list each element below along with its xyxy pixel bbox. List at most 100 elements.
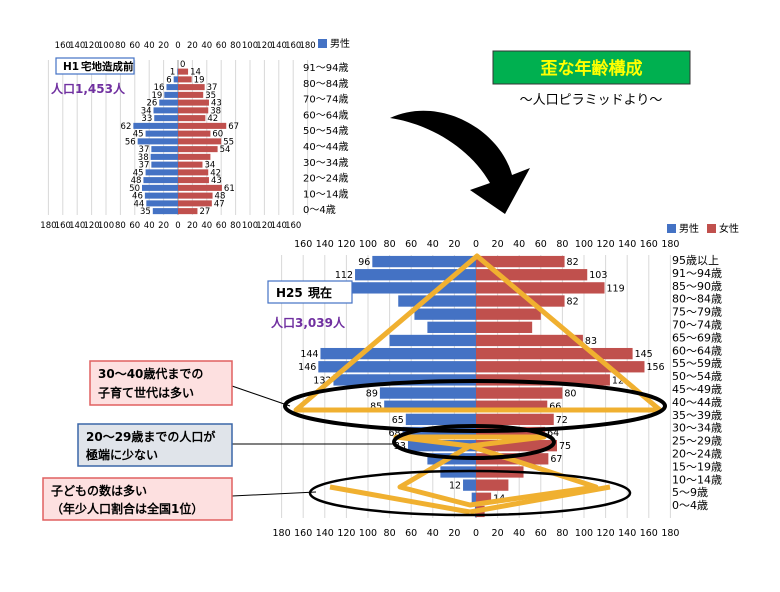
bar-male bbox=[137, 138, 178, 145]
data-label-female: 14 bbox=[190, 68, 201, 78]
data-label-male: 6 bbox=[166, 75, 171, 85]
axis-bottom-tick-label: 40 bbox=[144, 221, 155, 231]
axis-top-tick-label: 20 bbox=[158, 41, 169, 51]
bar-female bbox=[178, 169, 209, 176]
large-legend-male: 男性 bbox=[679, 222, 699, 235]
axis-top-tick-label: 100 bbox=[98, 41, 114, 51]
axis-top-tick-label: 40 bbox=[201, 41, 212, 51]
data-label-male: 146 bbox=[298, 362, 316, 373]
axis-bottom-tick-label: 100 bbox=[359, 528, 377, 539]
data-label-female: 38 bbox=[210, 106, 221, 116]
bar-male bbox=[145, 130, 178, 137]
data-label-female: 0 bbox=[180, 60, 185, 70]
axis-top-tick-label: 120 bbox=[256, 41, 272, 51]
bar-male bbox=[463, 479, 476, 491]
callout-box-3 bbox=[42, 477, 233, 521]
bar-male bbox=[166, 84, 178, 91]
axis-top-tick-label: 180 bbox=[661, 239, 679, 250]
axis-top-tick-label: 100 bbox=[575, 239, 593, 250]
axis-top-tick-label: 0 bbox=[473, 239, 479, 250]
age-tick-label: 70～74歳 bbox=[672, 319, 722, 332]
data-label-female: 67 bbox=[550, 454, 562, 465]
age-tick-label: 75～79歳 bbox=[672, 306, 722, 319]
data-label-female: 35 bbox=[205, 91, 216, 101]
bar-female bbox=[476, 308, 541, 320]
axis-bottom-tick-label: 80 bbox=[230, 221, 241, 231]
age-tick-label: 15～19歳 bbox=[672, 460, 722, 473]
bar-female bbox=[476, 440, 557, 452]
axis-bottom-tick-label: 60 bbox=[216, 221, 227, 231]
data-label-male: 85 bbox=[370, 402, 382, 413]
callout-2-line1: 20～29歳までの人口が bbox=[86, 429, 215, 444]
bar-female bbox=[476, 269, 588, 281]
bar-male bbox=[173, 76, 178, 83]
title-box-text: 歪な年齢構成 bbox=[541, 58, 643, 79]
axis-top-tick-label: 40 bbox=[513, 239, 525, 250]
callout-box-1 bbox=[89, 360, 233, 406]
bar-male bbox=[398, 295, 476, 307]
age-tick-label: 91～94歳 bbox=[303, 62, 348, 74]
axis-bottom-tick-label: 80 bbox=[115, 221, 126, 231]
axis-bottom-tick-label: 160 bbox=[640, 528, 658, 539]
small-title: 宅地造成前 bbox=[81, 60, 134, 73]
axis-top-tick-label: 20 bbox=[187, 41, 198, 51]
bar-female bbox=[476, 295, 565, 307]
axis-top-tick-label: 120 bbox=[83, 41, 99, 51]
age-tick-label: 40～44歳 bbox=[303, 141, 348, 153]
axis-top-tick-label: 20 bbox=[448, 239, 460, 250]
data-label-female: 82 bbox=[567, 257, 579, 268]
lower-leg-left bbox=[329, 484, 471, 515]
bar-female bbox=[178, 115, 206, 122]
bar-male bbox=[145, 169, 178, 176]
axis-top-tick-label: 80 bbox=[115, 41, 126, 51]
data-label-female: 156 bbox=[646, 362, 664, 373]
axis-top-tick-label: 100 bbox=[359, 239, 377, 250]
callout-3-line2: （年少人口割合は全国1位） bbox=[51, 501, 203, 516]
data-label-female: 82 bbox=[567, 296, 579, 307]
bar-female bbox=[476, 334, 583, 347]
data-label-female: 119 bbox=[607, 283, 625, 294]
axis-top-tick-label: 60 bbox=[405, 239, 417, 250]
small-total: 人口1,453人 bbox=[51, 81, 126, 96]
age-tick-label: 40～44歳 bbox=[672, 396, 722, 409]
bar-male bbox=[151, 146, 178, 153]
axis-bottom-tick-label: 60 bbox=[405, 528, 417, 539]
data-label-male: 38 bbox=[138, 153, 149, 163]
data-label-male: 26 bbox=[146, 99, 157, 109]
axis-top-tick-label: 60 bbox=[216, 41, 227, 51]
data-label-male: 19 bbox=[151, 91, 162, 101]
bar-male bbox=[333, 374, 476, 386]
bar-female bbox=[178, 184, 222, 191]
axis-top-tick-label: 60 bbox=[535, 239, 547, 250]
bar-male bbox=[159, 99, 178, 106]
axis-top-tick-label: 140 bbox=[69, 41, 85, 51]
bar-female bbox=[476, 347, 633, 360]
data-label-female: 66 bbox=[549, 402, 561, 413]
bar-male bbox=[372, 255, 476, 268]
bar-male bbox=[389, 334, 476, 347]
data-label-male: 44 bbox=[133, 199, 144, 209]
axis-top-tick-label: 0 bbox=[175, 41, 180, 51]
data-label-male: 12 bbox=[449, 481, 461, 492]
age-tick-label: 65～69歳 bbox=[672, 331, 722, 344]
bar-male bbox=[427, 321, 476, 333]
age-tick-label: 20～24歳 bbox=[672, 448, 722, 461]
large-age-labels: 95歳以上91～94歳85～90歳80～84歳75～79歳70～74歳65～69… bbox=[672, 254, 722, 512]
bar-male bbox=[318, 361, 476, 373]
bar-female bbox=[476, 321, 533, 333]
data-label-male: 1 bbox=[170, 68, 175, 78]
data-label-male: 132 bbox=[313, 375, 331, 386]
large-legend-female: 女性 bbox=[719, 222, 739, 235]
age-tick-label: 0～4歳 bbox=[303, 204, 336, 216]
connector-1 bbox=[231, 385, 291, 407]
age-tick-label: 10～14歳 bbox=[672, 473, 722, 486]
axis-bottom-tick-label: 0 bbox=[473, 528, 479, 539]
bar-female bbox=[476, 387, 563, 399]
large-legend-swatch-female bbox=[707, 224, 716, 233]
axis-bottom-tick-label: 40 bbox=[427, 528, 439, 539]
data-label-female: 80 bbox=[564, 388, 576, 399]
axis-bottom-tick-label: 140 bbox=[271, 221, 287, 231]
axis-top-tick-label: 140 bbox=[316, 239, 334, 250]
bar-male bbox=[414, 308, 476, 320]
